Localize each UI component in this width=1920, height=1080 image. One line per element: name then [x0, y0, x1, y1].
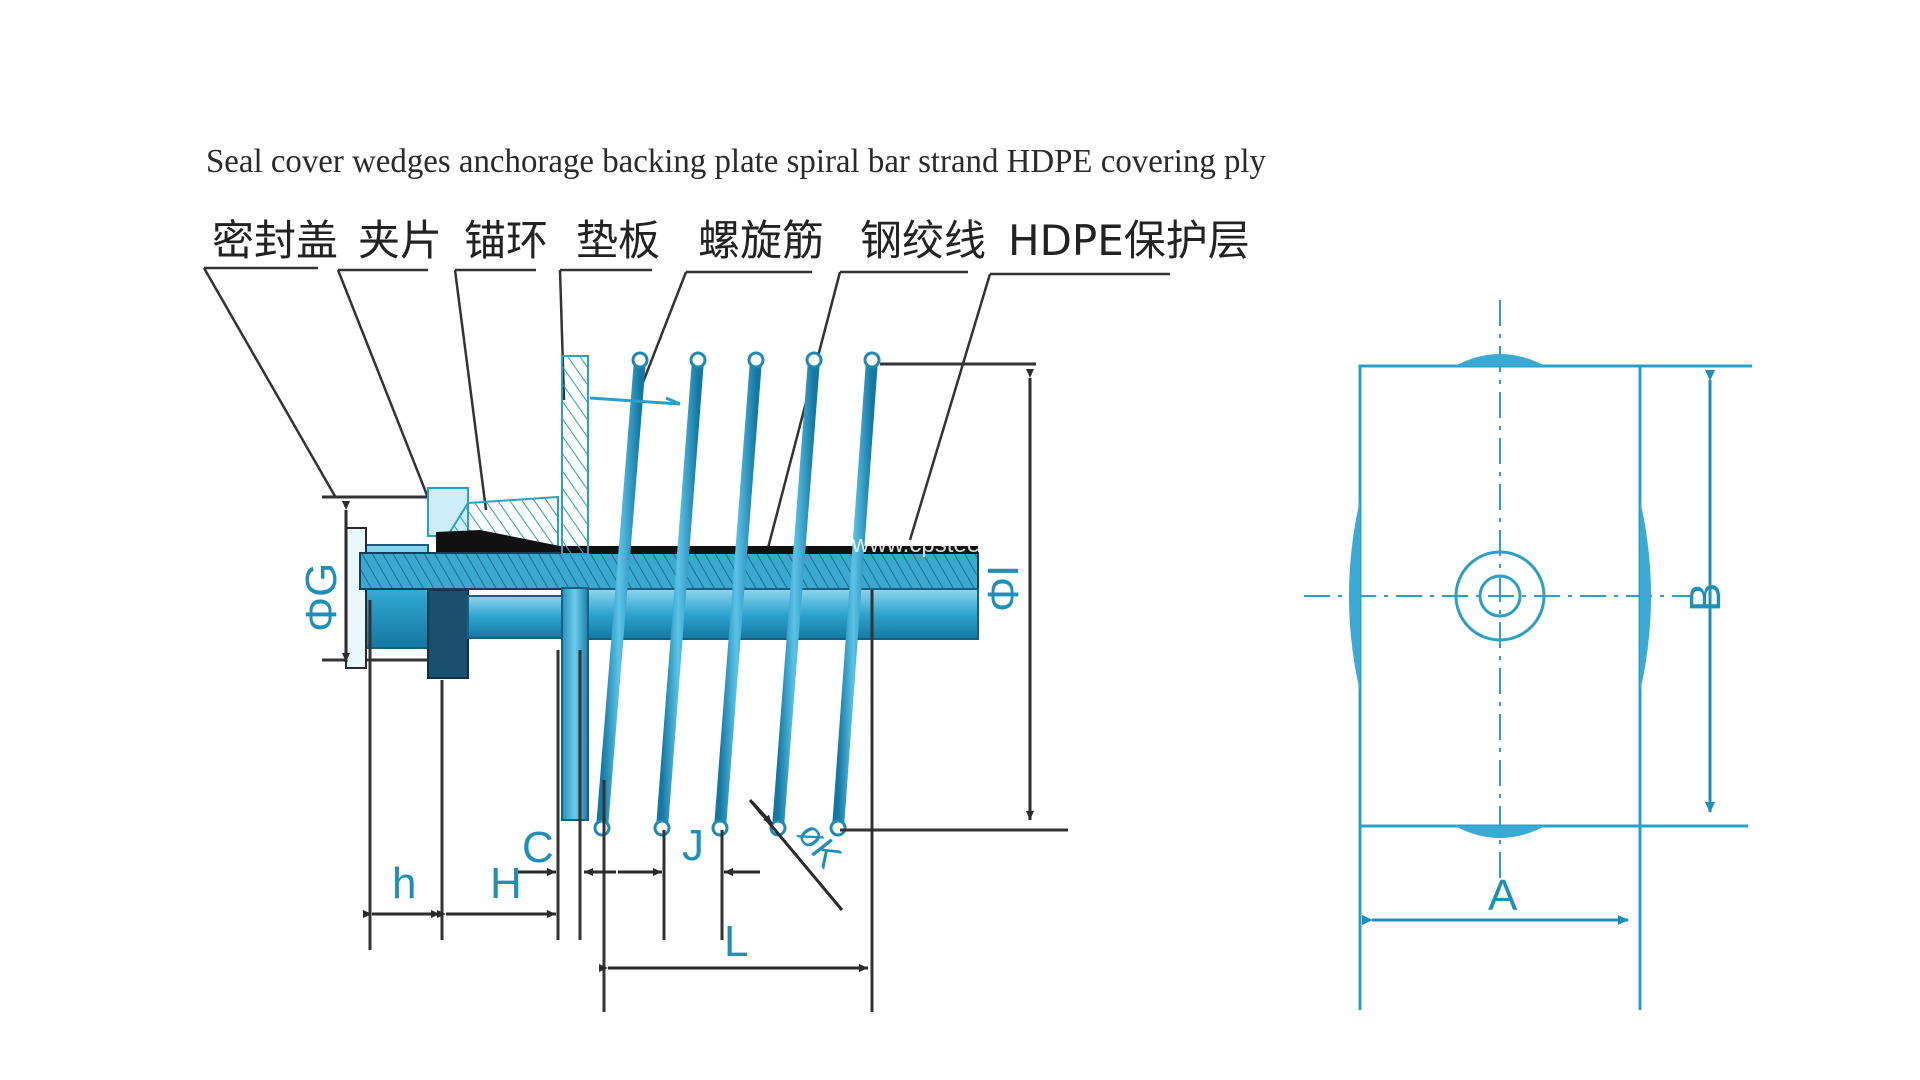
dim-c: C: [522, 823, 554, 872]
label-backing-plate-text: 垫板: [576, 216, 660, 265]
label-hdpe: HDPE保护层: [990, 216, 1250, 276]
dim-a: A: [1488, 871, 1518, 920]
inner-hole: [1478, 574, 1522, 618]
strand-core: [560, 546, 978, 554]
dim-h-upper: H: [490, 859, 522, 908]
component-labels: 密封盖 夹片 锚环 垫板 螺旋筋 钢绞线 HDPE保护层: [204, 216, 1250, 276]
dim-b: B: [1681, 583, 1730, 612]
label-strand-text: 钢绞线: [860, 216, 986, 265]
label-spiral-bar-text: 螺旋筋: [698, 216, 824, 265]
dim-phi-i: ΦI: [979, 565, 1028, 612]
strand-hdpe: [359, 552, 979, 590]
label-strand: 钢绞线: [840, 216, 986, 274]
anchor-head: [427, 589, 469, 679]
label-seal-cover-text: 密封盖: [212, 216, 338, 265]
leader-lines: [202, 267, 992, 549]
outer-hole: [1454, 550, 1546, 642]
label-anchorage-text: 锚环: [464, 216, 548, 265]
lens-right: [1640, 500, 1651, 692]
watermark: www.cpsteelwire.com: [851, 531, 1081, 558]
lens-left: [1349, 500, 1360, 692]
label-wedges: 夹片: [338, 216, 442, 272]
side-view: ΦI ΦG h H C J øK L: [297, 351, 1068, 1012]
label-spiral-bar: 螺旋筋: [686, 216, 824, 274]
dim-l: L: [724, 917, 748, 966]
wedge: [436, 530, 560, 558]
label-hdpe-text: HDPE保护层: [1008, 216, 1250, 265]
duct-pipe: [581, 588, 979, 640]
dim-j: J: [682, 821, 704, 870]
label-seal-cover: 密封盖: [204, 216, 338, 270]
english-caption: Seal cover wedges anchorage backing plat…: [206, 143, 1266, 180]
label-anchorage: 锚环: [455, 216, 548, 272]
backing-plate-upper: [561, 355, 589, 555]
backing-plate-lower: [561, 587, 589, 821]
dim-h-lower: h: [392, 859, 416, 908]
spiral-coils: [593, 351, 881, 837]
label-backing-plate: 垫板: [560, 216, 660, 272]
dim-phi-g: ΦG: [297, 563, 346, 632]
label-wedges-text: 夹片: [358, 216, 442, 265]
front-view: B A: [1304, 300, 1752, 1010]
lens-top: [1455, 354, 1545, 366]
lens-bottom: [1455, 826, 1545, 838]
